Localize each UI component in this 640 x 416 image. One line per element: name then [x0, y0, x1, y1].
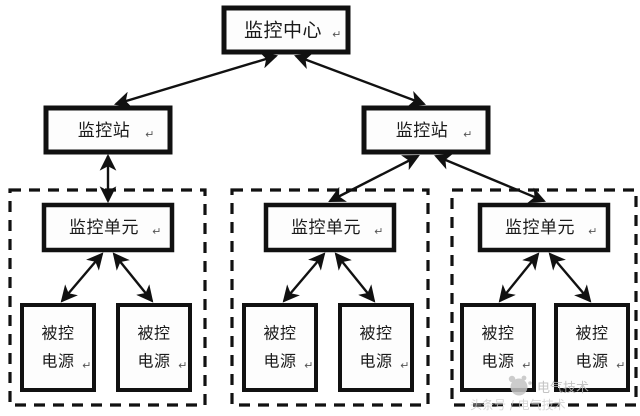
- return-mark-unit-3: ↵: [588, 225, 598, 238]
- node-monitoring-unit-3[interactable]: 监控单元 ↵: [477, 202, 611, 253]
- node-power-supply-2-2[interactable]: 被控 电源 ↵: [338, 303, 414, 392]
- return-mark-station-right: ↵: [463, 128, 473, 141]
- monitoring-station-left-label: 监控站: [78, 121, 131, 141]
- monitoring-unit-2-label: 监控单元: [291, 218, 361, 238]
- power-supply-1-1-label-line1: 被控: [41, 324, 74, 343]
- watermark-brand: 电气技术: [537, 380, 589, 396]
- connector-center-to-station-right: [294, 53, 426, 107]
- node-monitoring-station-right[interactable]: 监控站 ↵: [361, 105, 491, 155]
- return-mark-unit-1: ↵: [152, 225, 162, 238]
- monitoring-unit-3-box[interactable]: [477, 202, 611, 253]
- node-power-supply-3-2[interactable]: 被控 电源 ↵: [554, 303, 630, 392]
- monitoring-unit-3-label: 监控单元: [505, 218, 575, 238]
- return-mark-leaf-3-2: ↵: [616, 359, 626, 372]
- power-supply-1-1-box[interactable]: [20, 303, 96, 392]
- return-mark-leaf-1-1: ↵: [82, 359, 92, 372]
- power-supply-2-2-label-line2: 电源: [359, 352, 392, 371]
- connector-station-right-to-unit-3: [434, 153, 546, 204]
- power-supply-3-2-box[interactable]: [554, 303, 630, 392]
- power-supply-1-1-label-line2: 电源: [41, 352, 74, 371]
- power-supply-3-2-label-line2: 电源: [575, 352, 608, 371]
- power-supply-3-1-label-line2: 电源: [481, 352, 514, 371]
- node-monitoring-station-left[interactable]: 监控站 ↵: [43, 105, 173, 155]
- power-supply-2-1-label-line2: 电源: [263, 352, 296, 371]
- monitoring-station-right-box[interactable]: [361, 105, 491, 155]
- connector-center-to-station-left: [113, 52, 279, 108]
- connectors-units-to-leaves: [60, 252, 592, 303]
- monitoring-center-label: 监控中心: [244, 20, 322, 42]
- power-supply-3-2-label-line1: 被控: [575, 324, 608, 343]
- node-monitoring-unit-1[interactable]: 监控单元 ↵: [41, 202, 175, 253]
- connector-unit-3-to-leaf-1: [498, 252, 540, 303]
- monitoring-center-box[interactable]: [221, 5, 351, 55]
- node-power-supply-3-1[interactable]: 被控 电源 ↵: [460, 303, 536, 392]
- connector-unit-1-to-leaf-2: [112, 252, 154, 303]
- monitoring-unit-1-label: 监控单元: [69, 218, 139, 238]
- connector-station-right-to-unit-2: [328, 154, 420, 203]
- monitoring-station-right-label: 监控站: [396, 121, 449, 141]
- watermark-sub: 头条号 / 电气技术: [470, 397, 566, 412]
- return-mark-leaf-2-1: ↵: [304, 359, 314, 372]
- return-mark-leaf-3-1: ↵: [522, 359, 532, 372]
- watermark-logo-icon: [508, 375, 532, 396]
- power-supply-1-2-label-line2: 电源: [137, 352, 170, 371]
- return-mark-unit-2: ↵: [374, 225, 384, 238]
- return-mark-leaf-1-2: ↵: [178, 359, 188, 372]
- return-mark-leaf-2-2: ↵: [400, 359, 410, 372]
- power-supply-3-1-box[interactable]: [460, 303, 536, 392]
- watermark: 电气技术 头条号 / 电气技术: [470, 375, 589, 412]
- power-supply-2-2-box[interactable]: [338, 303, 414, 392]
- monitoring-unit-2-box[interactable]: [263, 202, 397, 253]
- connector-unit-2-to-leaf-2: [334, 252, 376, 303]
- connectors-stations-to-units: [99, 153, 546, 204]
- monitoring-unit-1-box[interactable]: [41, 202, 175, 253]
- connector-unit-2-to-leaf-1: [282, 252, 326, 303]
- return-mark-center: ↵: [332, 28, 342, 41]
- monitoring-station-left-box[interactable]: [43, 105, 173, 155]
- power-supply-3-1-label-line1: 被控: [481, 324, 514, 343]
- connector-unit-1-to-leaf-1: [60, 252, 104, 303]
- node-power-supply-2-1[interactable]: 被控 电源 ↵: [242, 303, 318, 392]
- return-mark-station-left: ↵: [145, 128, 155, 141]
- power-supply-2-2-label-line1: 被控: [359, 324, 392, 343]
- group-frame-3: [450, 188, 638, 407]
- node-monitoring-unit-2[interactable]: 监控单元 ↵: [263, 202, 397, 253]
- connector-unit-3-to-leaf-2: [548, 252, 592, 303]
- power-supply-1-2-box[interactable]: [116, 303, 192, 392]
- power-supply-2-1-label-line1: 被控: [263, 324, 296, 343]
- connectors-center-to-stations: [113, 52, 426, 108]
- node-monitoring-center[interactable]: 监控中心 ↵: [221, 5, 351, 55]
- power-supply-2-1-box[interactable]: [242, 303, 318, 392]
- node-power-supply-1-1[interactable]: 被控 电源 ↵: [20, 303, 96, 392]
- power-supply-1-2-label-line1: 被控: [137, 324, 170, 343]
- node-power-supply-1-2[interactable]: 被控 电源 ↵: [116, 303, 192, 392]
